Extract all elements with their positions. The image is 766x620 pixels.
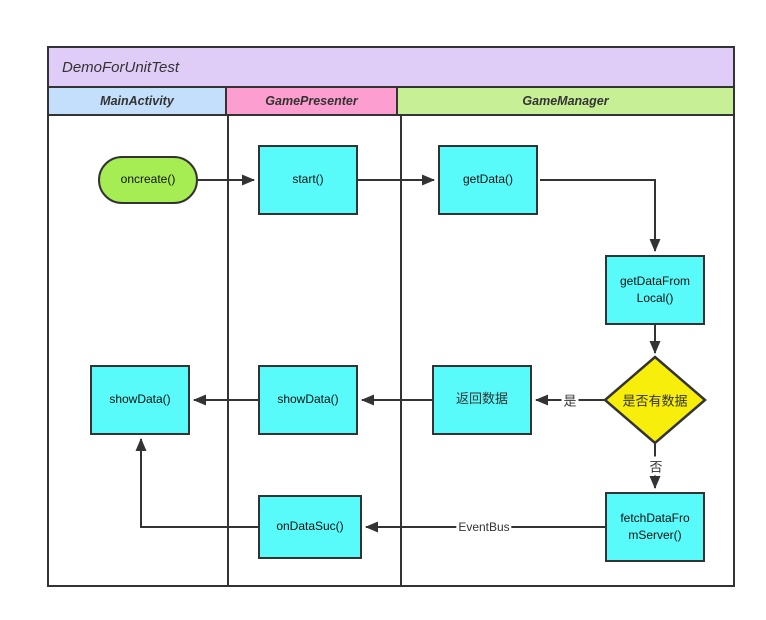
edge-label-no: 否 — [647, 456, 665, 476]
lane-header-gamepresenter: GamePresenter — [227, 88, 398, 114]
node-getdata: getData() — [438, 145, 538, 215]
lane-header-mainactivity: MainActivity — [49, 88, 227, 114]
diagram-title: DemoForUnitTest — [62, 58, 179, 76]
lane-header-gamemanager: GameManager — [398, 88, 733, 114]
node-oncreate: oncreate() — [98, 156, 198, 204]
edge-label-eventbus: EventBus — [456, 520, 512, 534]
lane-divider-2 — [400, 114, 402, 585]
node-showdata-main: showData() — [90, 365, 190, 435]
decision-diamond-shape — [603, 355, 707, 445]
node-decision-hasdata: 是否有数据 — [622, 394, 688, 410]
swimlane-frame: DemoForUnitTest MainActivity GamePresent… — [47, 46, 735, 587]
edge-getdata-to-getdatafromlocal — [540, 179, 661, 252]
edge-ondatasuc-to-showdata-main — [135, 438, 258, 528]
node-getdatafromlocal: getDataFrom Local() — [605, 255, 705, 325]
node-showdata-presenter: showData() — [258, 365, 358, 435]
node-ondatasuc: onDataSuc() — [258, 495, 362, 559]
node-returndata: 返回数据 — [432, 365, 532, 435]
node-fetchdatafromserver: fetchDataFro mServer() — [605, 492, 705, 562]
lane-divider-1 — [227, 114, 229, 585]
lane-header-row: MainActivity GamePresenter GameManager — [49, 88, 733, 116]
edge-label-yes: 是 — [561, 390, 579, 410]
node-start: start() — [258, 145, 358, 215]
diagram-title-bar: DemoForUnitTest — [49, 48, 733, 88]
